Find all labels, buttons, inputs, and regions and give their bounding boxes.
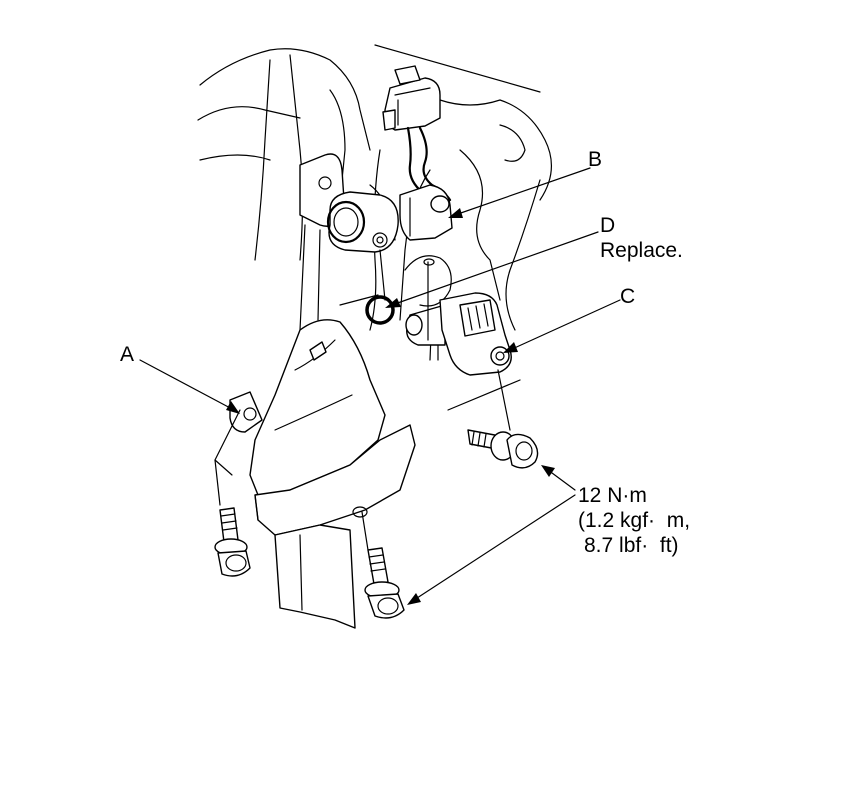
connector-b [382,65,453,241]
leader-lines [139,167,621,605]
bolt-left [214,507,251,577]
callout-a: A [120,343,135,366]
torque-value: 12 N·m [578,484,647,507]
engine-block-outline [197,44,553,331]
assembly-guide-lines [214,249,521,551]
sensor-bore [326,191,399,253]
cover-a [229,319,416,629]
callout-d-note: Replace. [600,239,683,262]
callout-c: C [620,285,636,308]
bolt-middle [364,547,405,619]
callout-d: D [600,214,616,237]
bolt-right [467,429,539,469]
torque-metric: (1.2 kgf· m, [578,509,691,532]
sensor-c [405,292,512,376]
torque-imperial: 8.7 lbf· ft) [584,534,679,557]
callout-b: B [588,148,603,171]
o-ring-d [365,295,395,325]
